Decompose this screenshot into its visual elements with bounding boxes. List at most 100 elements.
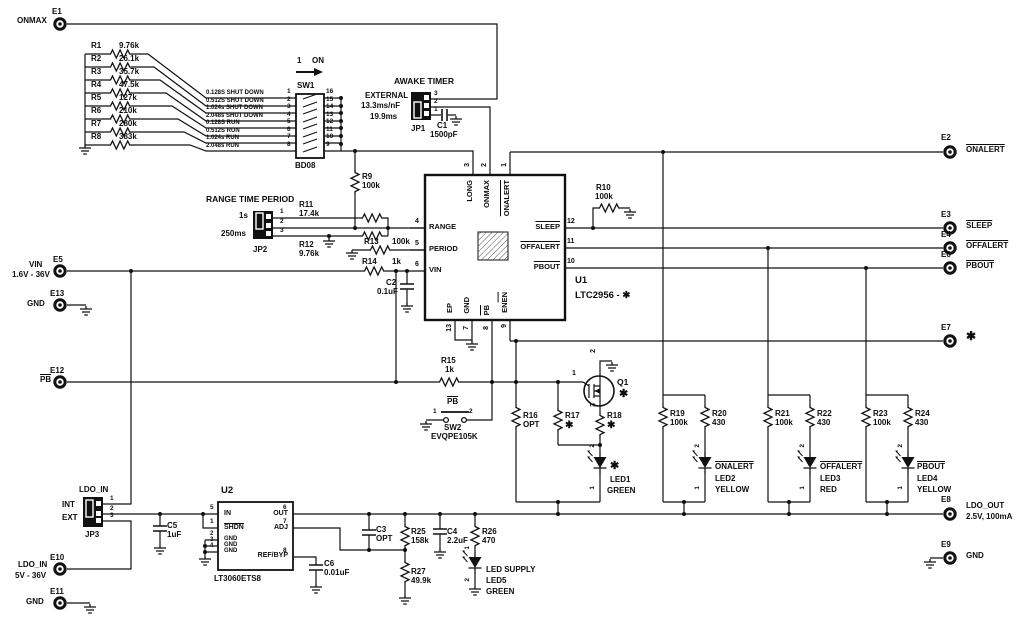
led3-net: OFFALERT	[820, 462, 863, 471]
net-0512s-shutdown: 0.512S SHUT DOWN	[206, 98, 264, 104]
u1-pin12-num: 12	[567, 218, 575, 225]
terminal-e8-rating: 2.5V, 100mA	[966, 512, 1013, 521]
u2-part: LT3060ETS8	[214, 574, 261, 583]
r9-ref: R9	[362, 172, 373, 181]
r10-value: 100k	[595, 192, 613, 201]
r4-value: 47.5k	[119, 80, 140, 89]
r14-ref: R14	[362, 257, 377, 266]
u2-pin8-num: 8	[283, 547, 287, 554]
r27-ref: R27	[411, 567, 426, 576]
r20-ref: R20	[712, 409, 727, 418]
led2-symbol	[691, 449, 713, 475]
terminal-e3-name: SLEEP	[966, 221, 993, 230]
led1-symbol	[586, 449, 608, 475]
terminal-e7-name: ✱	[966, 329, 977, 343]
c5-value: 1uF	[167, 530, 182, 539]
led3-symbol	[796, 449, 818, 475]
r14-value: 1k	[392, 257, 401, 266]
c1-value: 1500pF	[430, 130, 458, 139]
led3-pin1: 1	[799, 486, 806, 490]
led1-pin2: 2	[589, 444, 596, 448]
wire-segments	[67, 23, 943, 604]
sw1-pin4: 4	[287, 111, 291, 118]
c2-value: 0.1uF	[377, 287, 398, 296]
u2-pin-refbyp: REF/BYP	[257, 552, 288, 559]
jp3-option-int: INT	[62, 500, 75, 509]
sw1-pin5: 5	[287, 118, 291, 125]
r8-ref: R8	[91, 132, 102, 141]
awake-timer-title: AWAKE TIMER	[394, 76, 454, 86]
sw1-pin12: 12	[326, 118, 334, 125]
terminal-e5-ref: E5	[53, 255, 63, 264]
led1-color: GREEN	[607, 486, 636, 495]
u1-pin-enen: ENEN	[500, 292, 509, 313]
u2-pin7-num: 7	[283, 518, 287, 525]
jp2-pin2: 2	[280, 218, 284, 225]
u1-pin13-num: 13	[446, 324, 453, 332]
led4-symbol	[894, 449, 916, 475]
u1-ref: U1	[575, 275, 588, 286]
u2-pin3-num: 3	[210, 537, 214, 543]
u1-pin1-num: 1	[501, 163, 508, 167]
led5-ref: LED5	[486, 576, 507, 585]
r2-value: 26.1k	[119, 54, 140, 63]
led1-pin1: 1	[589, 486, 596, 490]
u2-pin-gnd3: GND	[224, 542, 238, 548]
terminal-e1-ref: E1	[52, 7, 62, 16]
sw2-ref: SW2	[444, 423, 462, 432]
terminal-e9-name: GND	[966, 551, 984, 560]
sw1-on: ON	[312, 56, 324, 65]
r6-ref: R6	[91, 106, 102, 115]
terminal-e1	[53, 17, 67, 31]
jp1-pin3: 3	[434, 90, 438, 97]
u2-pin4-num: 4	[210, 543, 214, 549]
terminal-e10-range: 5V - 36V	[15, 571, 47, 580]
terminal-e8	[943, 507, 957, 521]
r16-value: OPT	[523, 420, 540, 429]
led5-pin2: 2	[464, 578, 471, 582]
terminal-e12	[53, 375, 67, 389]
sw1-pin15: 15	[326, 96, 334, 103]
jp2-option-1s: 1s	[239, 211, 248, 220]
c6-value: 0.01uF	[324, 568, 350, 577]
r17-ref: R17	[565, 411, 580, 420]
sw2-part: EVQPE105K	[431, 432, 478, 441]
junction-dots	[129, 96, 889, 554]
terminal-e8-name: LDO_OUT	[966, 501, 1005, 510]
u2-pin-out: OUT	[273, 510, 288, 517]
jp2-jumper[interactable]	[253, 211, 273, 239]
u1-pin9-num: 9	[501, 324, 508, 328]
jp1-pin1: 1	[434, 106, 438, 113]
jp1-jumper[interactable]	[411, 92, 431, 120]
r21-ref: R21	[775, 409, 790, 418]
u2-pin6-num: 6	[283, 504, 287, 511]
terminal-e6	[943, 261, 957, 275]
sw2-pin2: 2	[469, 408, 473, 415]
jp1-option-199ms: 19.9ms	[370, 112, 398, 121]
r22-ref: R22	[817, 409, 832, 418]
jp3-jumper[interactable]	[83, 497, 103, 527]
q1-pin2: 2	[590, 349, 597, 353]
led4-pin1: 1	[897, 486, 904, 490]
terminal-e2-name: ONALERT	[966, 145, 1005, 154]
led5-symbol	[461, 549, 483, 575]
jp2-pin1: 1	[280, 208, 284, 215]
sw1-pin9: 9	[326, 141, 330, 148]
terminal-e2-ref: E2	[941, 133, 951, 142]
u1-ltc2956-outline	[423, 173, 567, 322]
led2-color: YELLOW	[715, 485, 750, 494]
r17-value: ✱	[565, 420, 574, 431]
sw2-pushbutton[interactable]	[441, 411, 469, 424]
terminal-e12-name: PB	[40, 375, 52, 384]
led3-color: RED	[820, 485, 837, 494]
r15-ref: R15	[441, 356, 456, 365]
r6-value: 210k	[119, 106, 137, 115]
u1-pin5-num: 5	[415, 240, 419, 247]
sw1-dip-switch[interactable]	[295, 68, 325, 159]
r2-ref: R2	[91, 54, 102, 63]
r5-ref: R5	[91, 93, 102, 102]
u1-pin3-num: 3	[464, 163, 471, 167]
range-time-period-title: RANGE TIME PERIOD	[206, 194, 295, 204]
led4-pin2: 2	[897, 444, 904, 448]
terminal-e13-name: GND	[27, 299, 45, 308]
